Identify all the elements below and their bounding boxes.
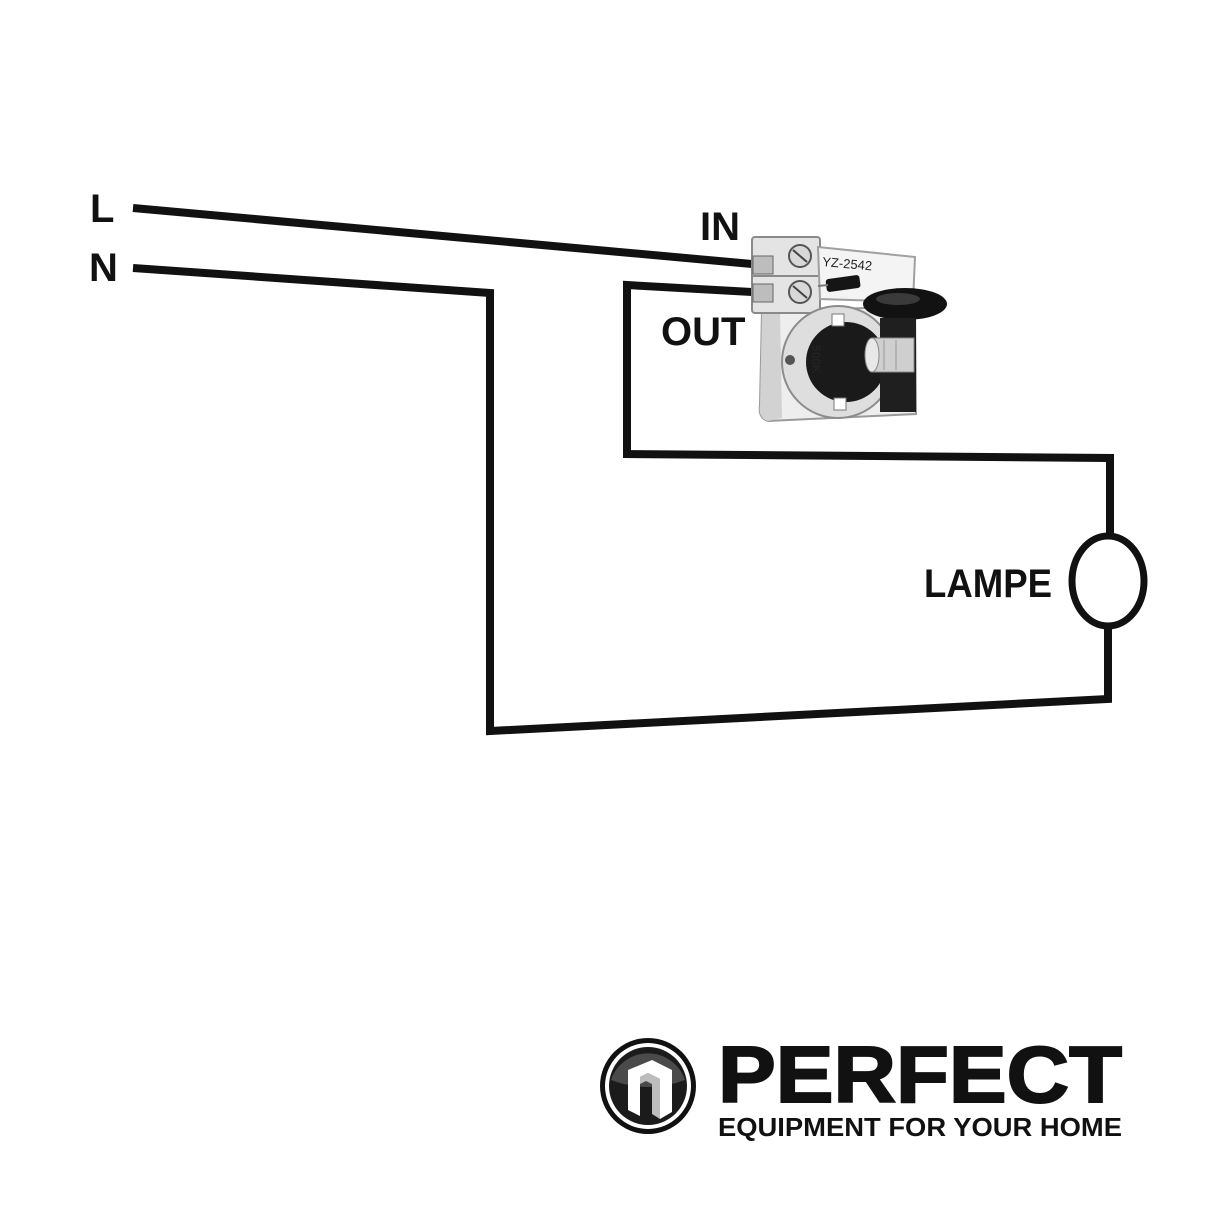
output-label: OUT [661,310,745,354]
dimmer-module: YZ-2542 500K [751,236,947,423]
line-terminal-label: L [90,187,114,231]
brand-name: PERFECT [718,1030,1122,1119]
potentiometer-marking: 500K [809,345,823,374]
perfect-logo [600,1038,696,1134]
lamp-label: LAMPE [924,562,1052,606]
neutral-wire [132,264,1112,736]
input-label: IN [700,205,740,249]
line-wire [132,204,753,268]
board-marking: YZ-2542 [822,254,873,273]
diode-icon [825,275,861,292]
output-wire [623,280,1114,536]
lamp-icon [1068,532,1148,630]
brand-tagline: EQUIPMENT FOR YOUR HOME [718,1112,1122,1142]
neutral-terminal-label: N [89,246,118,290]
